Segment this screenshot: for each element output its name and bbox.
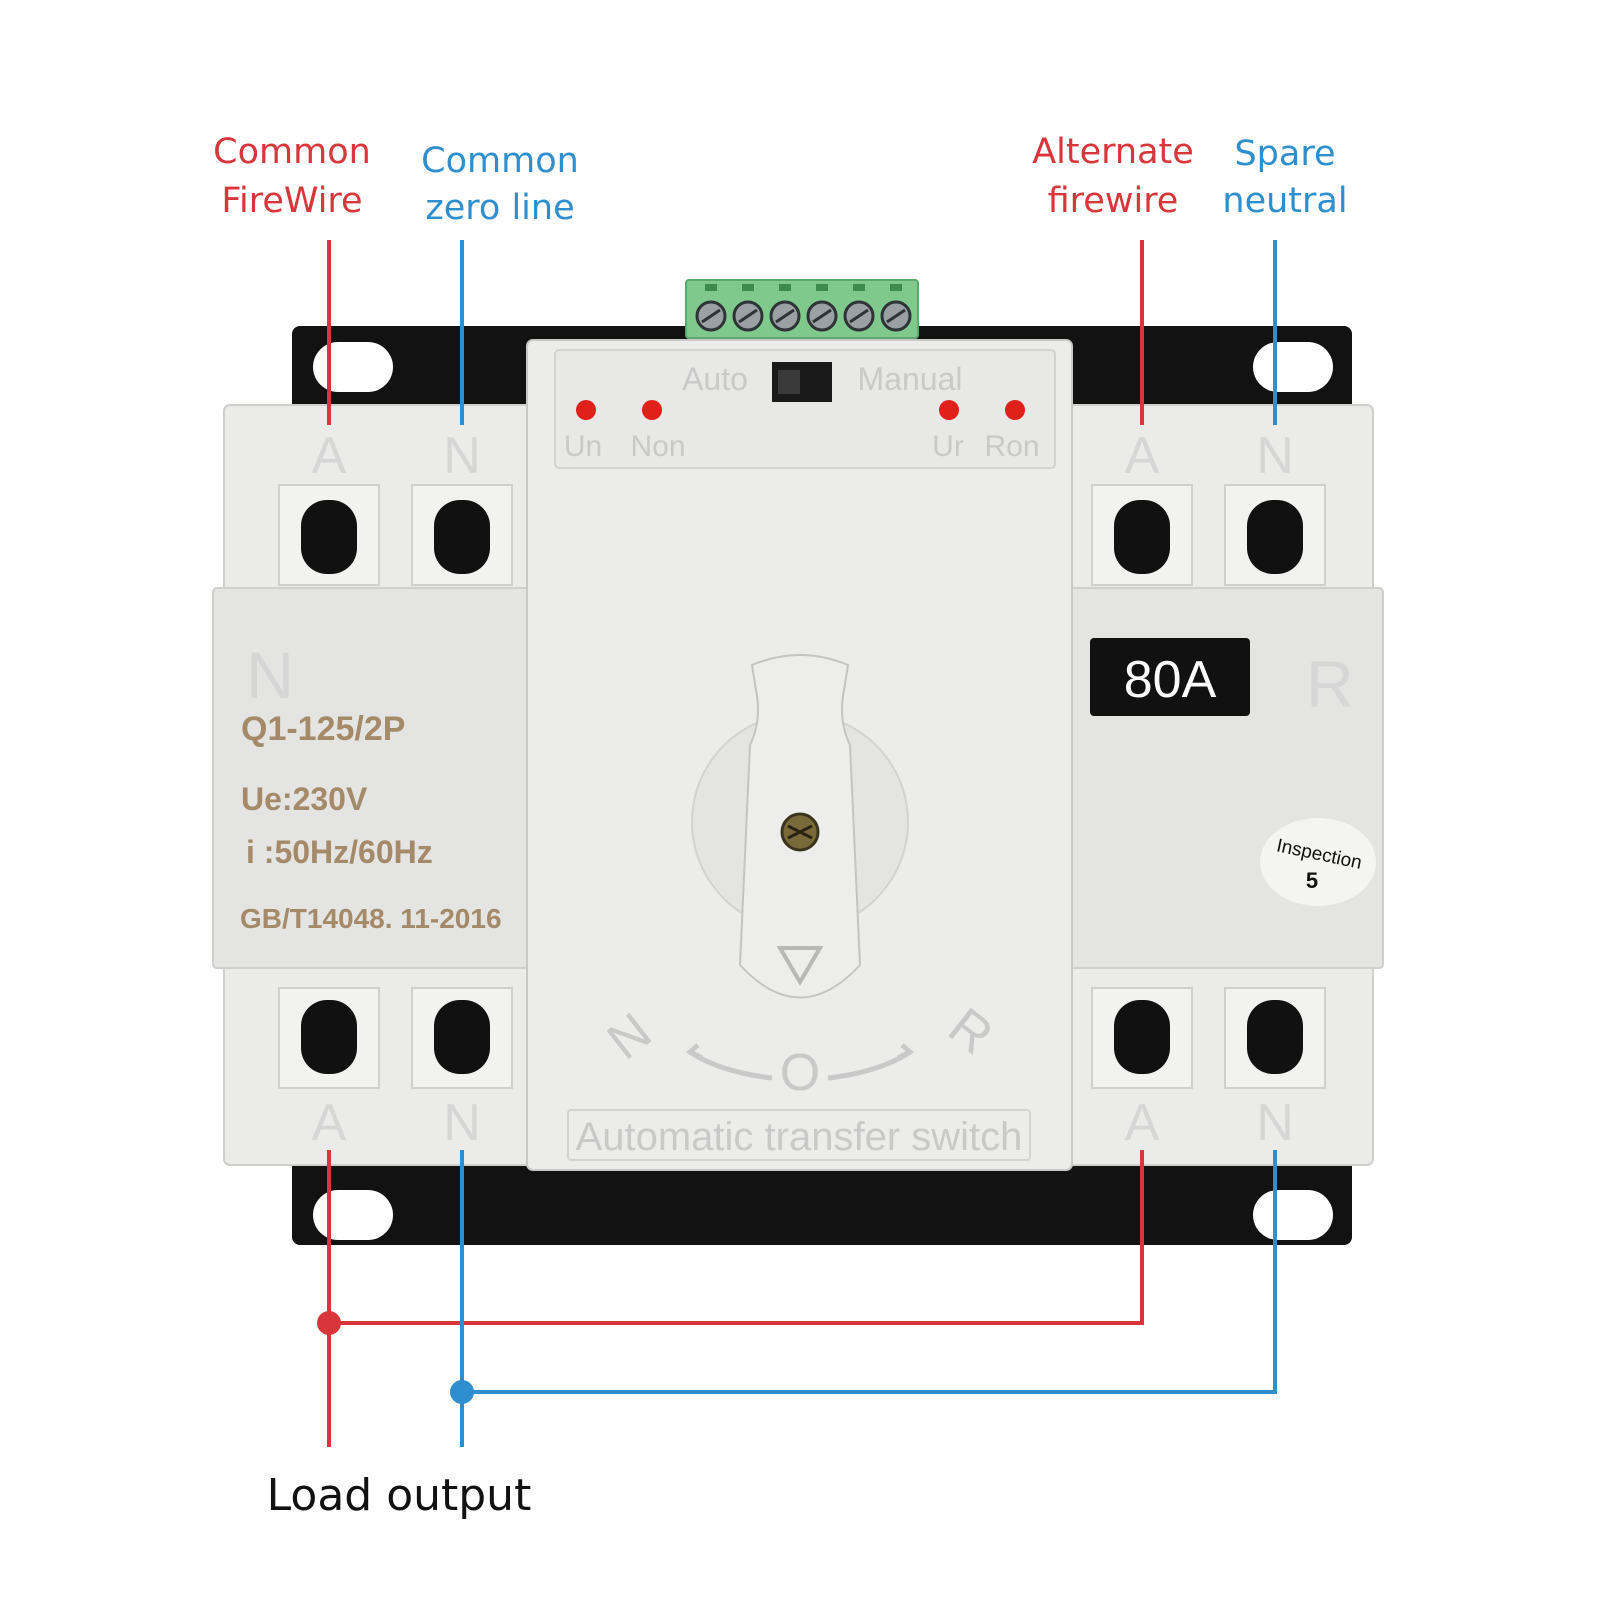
label-spare-neutral: Spare neutral bbox=[1222, 134, 1347, 221]
rating-badge bbox=[1090, 638, 1250, 716]
frequency-text: i :50Hz/60Hz bbox=[246, 834, 433, 870]
terminal-top-socket[interactable] bbox=[301, 500, 357, 574]
rotary-handle[interactable] bbox=[691, 654, 909, 999]
un-label: Un bbox=[564, 430, 602, 463]
arrow-left-icon bbox=[685, 1043, 773, 1081]
svg-text:Common: Common bbox=[421, 141, 579, 181]
terminal-bottom-socket[interactable] bbox=[1247, 1000, 1303, 1074]
svg-text:FireWire: FireWire bbox=[221, 181, 362, 221]
terminal-bottom-socket[interactable] bbox=[1114, 1000, 1170, 1074]
right-side-letter: R bbox=[1306, 647, 1354, 721]
voltage-text: Ue:230V bbox=[241, 781, 368, 817]
screw-slot-mark bbox=[775, 308, 795, 324]
screw-slot-mark bbox=[849, 308, 869, 324]
bracket-hole-top-right bbox=[1253, 342, 1333, 392]
svg-text:firewire: firewire bbox=[1048, 181, 1179, 221]
model-text: Q1-125/2P bbox=[241, 710, 405, 748]
terminal-bottom-label: A bbox=[312, 1094, 347, 1152]
label-alternate-firewire: Alternate firewire bbox=[1032, 132, 1194, 221]
terminal-bottom-socket[interactable] bbox=[434, 1000, 490, 1074]
terminal-top-socket[interactable] bbox=[434, 500, 490, 574]
inspection-sticker: Inspection 5 bbox=[1260, 818, 1376, 906]
left-module: N Q1-125/2P Ue:230V i :50Hz/60Hz GB/T140… bbox=[212, 404, 544, 1166]
screw-slot-mark bbox=[701, 308, 721, 324]
ur-label: Ur bbox=[932, 430, 964, 463]
connector-led-slot bbox=[890, 284, 902, 291]
junction-fire-dot bbox=[317, 1311, 341, 1335]
label-common-firewire: Common FireWire bbox=[213, 132, 371, 221]
terminal-top-socket[interactable] bbox=[1114, 500, 1170, 574]
junction-neutral-dot bbox=[450, 1380, 474, 1404]
arrow-right-icon bbox=[827, 1043, 915, 1081]
led-un bbox=[576, 400, 596, 420]
terminal-top-label: N bbox=[1256, 427, 1294, 485]
manual-label: Manual bbox=[858, 361, 963, 397]
terminal-top-label: A bbox=[312, 427, 347, 485]
position-o-label: O bbox=[780, 1044, 820, 1102]
led-ron bbox=[1005, 400, 1025, 420]
screw-slot-mark bbox=[738, 308, 758, 324]
right-module: 80A R Inspection 5 bbox=[1062, 404, 1384, 1166]
triangle-pointer-icon bbox=[776, 946, 824, 986]
terminal-bottom-label: N bbox=[443, 1094, 481, 1152]
terminal-sockets: A A N N A A N N bbox=[278, 427, 1326, 1152]
led-ur bbox=[939, 400, 959, 420]
screw-slot-mark bbox=[812, 308, 832, 324]
terminal-top-label: N bbox=[443, 427, 481, 485]
svg-text:5: 5 bbox=[1306, 868, 1318, 893]
bracket-hole-bottom-left bbox=[313, 1190, 393, 1240]
control-terminal-block bbox=[685, 279, 919, 339]
wiring bbox=[317, 240, 1277, 1447]
left-side-letter: N bbox=[246, 638, 294, 712]
svg-text:neutral: neutral bbox=[1222, 181, 1347, 221]
ron-label: Ron bbox=[984, 430, 1039, 463]
connector-led-slot bbox=[742, 284, 754, 291]
terminal-top-socket[interactable] bbox=[1247, 500, 1303, 574]
screw-slot-mark bbox=[886, 308, 906, 324]
bracket-hole-bottom-right bbox=[1253, 1190, 1333, 1240]
bracket-hole-top-left bbox=[313, 342, 393, 392]
wire-spare-neutral-bridge bbox=[462, 1150, 1277, 1394]
svg-text:Alternate: Alternate bbox=[1032, 132, 1194, 172]
rating-text: 80A bbox=[1124, 651, 1217, 709]
connector-led-slot bbox=[705, 284, 717, 291]
label-common-zero-line: Common zero line bbox=[421, 141, 579, 228]
terminal-bottom-socket[interactable] bbox=[301, 1000, 357, 1074]
terminal-bottom-label: N bbox=[1256, 1094, 1294, 1152]
auto-label: Auto bbox=[682, 361, 748, 397]
led-non bbox=[642, 400, 662, 420]
terminal-bottom-label: A bbox=[1125, 1094, 1160, 1152]
svg-text:Common: Common bbox=[213, 132, 371, 172]
connector-led-slot bbox=[816, 284, 828, 291]
standard-text: GB/T14048. 11-2016 bbox=[240, 903, 502, 934]
connector-led-slot bbox=[853, 284, 865, 291]
load-output-label: Load output bbox=[267, 1470, 532, 1521]
non-label: Non bbox=[630, 430, 685, 463]
svg-text:Spare: Spare bbox=[1234, 134, 1335, 174]
terminal-top-label: A bbox=[1125, 427, 1160, 485]
center-module: Auto Manual Un Non Ur Ron N O R Automati… bbox=[526, 339, 1073, 1171]
wire-alt-fire-bridge bbox=[329, 1150, 1144, 1325]
connector-led-slot bbox=[779, 284, 791, 291]
device-caption: Automatic transfer switch bbox=[576, 1115, 1023, 1159]
svg-text:zero line: zero line bbox=[425, 188, 574, 228]
